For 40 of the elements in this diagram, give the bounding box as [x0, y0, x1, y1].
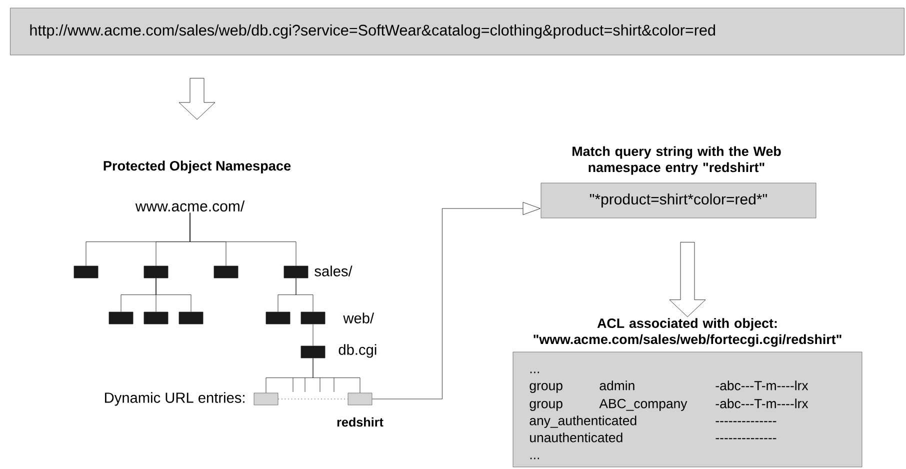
- acl-entry: any_authenticated: [530, 416, 636, 428]
- tree-line: [190, 212, 296, 266]
- acl-entry: -abc---T-m----lrx: [716, 380, 808, 390]
- node-label: redshirt: [337, 417, 384, 427]
- section-heading: Protected Object Namespace: [104, 160, 291, 174]
- box-heading: ACL associated with object: "www.acme.com/sales/web/fortecgi.cgi/redshirt": [534, 318, 842, 347]
- pattern-box: "*product=shirt*color=red*": [540, 182, 816, 218]
- acl-entry: group: [530, 383, 562, 393]
- acl-entry: admin: [600, 380, 634, 390]
- node-label: sales/: [314, 266, 352, 276]
- acl-entry: --------------: [716, 438, 776, 440]
- tree-line: [312, 324, 314, 346]
- tree-line: [296, 278, 314, 312]
- dotted-line: [278, 398, 348, 400]
- tree-node-box: [266, 312, 290, 324]
- acl-entry: ABC_company: [599, 398, 688, 411]
- acl-entry: ...: [530, 372, 539, 374]
- tree-node-box: [108, 312, 134, 324]
- box-heading: Match query string with the Web namespace entry "redshirt": [572, 146, 781, 175]
- node-label: web/: [343, 312, 374, 324]
- tree-node-box: [214, 266, 238, 278]
- tree-line: [312, 358, 360, 393]
- tree-node-box: [144, 266, 168, 278]
- acl-entry: ...: [530, 458, 539, 460]
- acl-entry: group: [530, 401, 562, 411]
- tree-node-box: [74, 266, 98, 278]
- block-arrow: [669, 242, 706, 317]
- tree-node-box: [254, 392, 278, 406]
- url-box: http://www.acme.com/sales/web/db.cgi?service=SoftWear&catalog=clothing&product=shirt&color=red: [10, 8, 904, 56]
- acl-entry: --------------: [716, 421, 776, 422]
- tree-node-box: [144, 312, 168, 324]
- block-arrow: [178, 78, 216, 120]
- tree-root-label: www.acme.com/: [135, 200, 245, 212]
- tree-node-box: [178, 312, 204, 324]
- acl-entry: -abc---T-m----lrx: [716, 398, 808, 408]
- row-label: Dynamic URL entries:: [105, 392, 244, 406]
- node-label: db.cgi: [338, 344, 376, 358]
- acl-entry: unauthenticated: [530, 432, 622, 442]
- tree-line: [156, 278, 192, 312]
- arrow: [372, 202, 540, 400]
